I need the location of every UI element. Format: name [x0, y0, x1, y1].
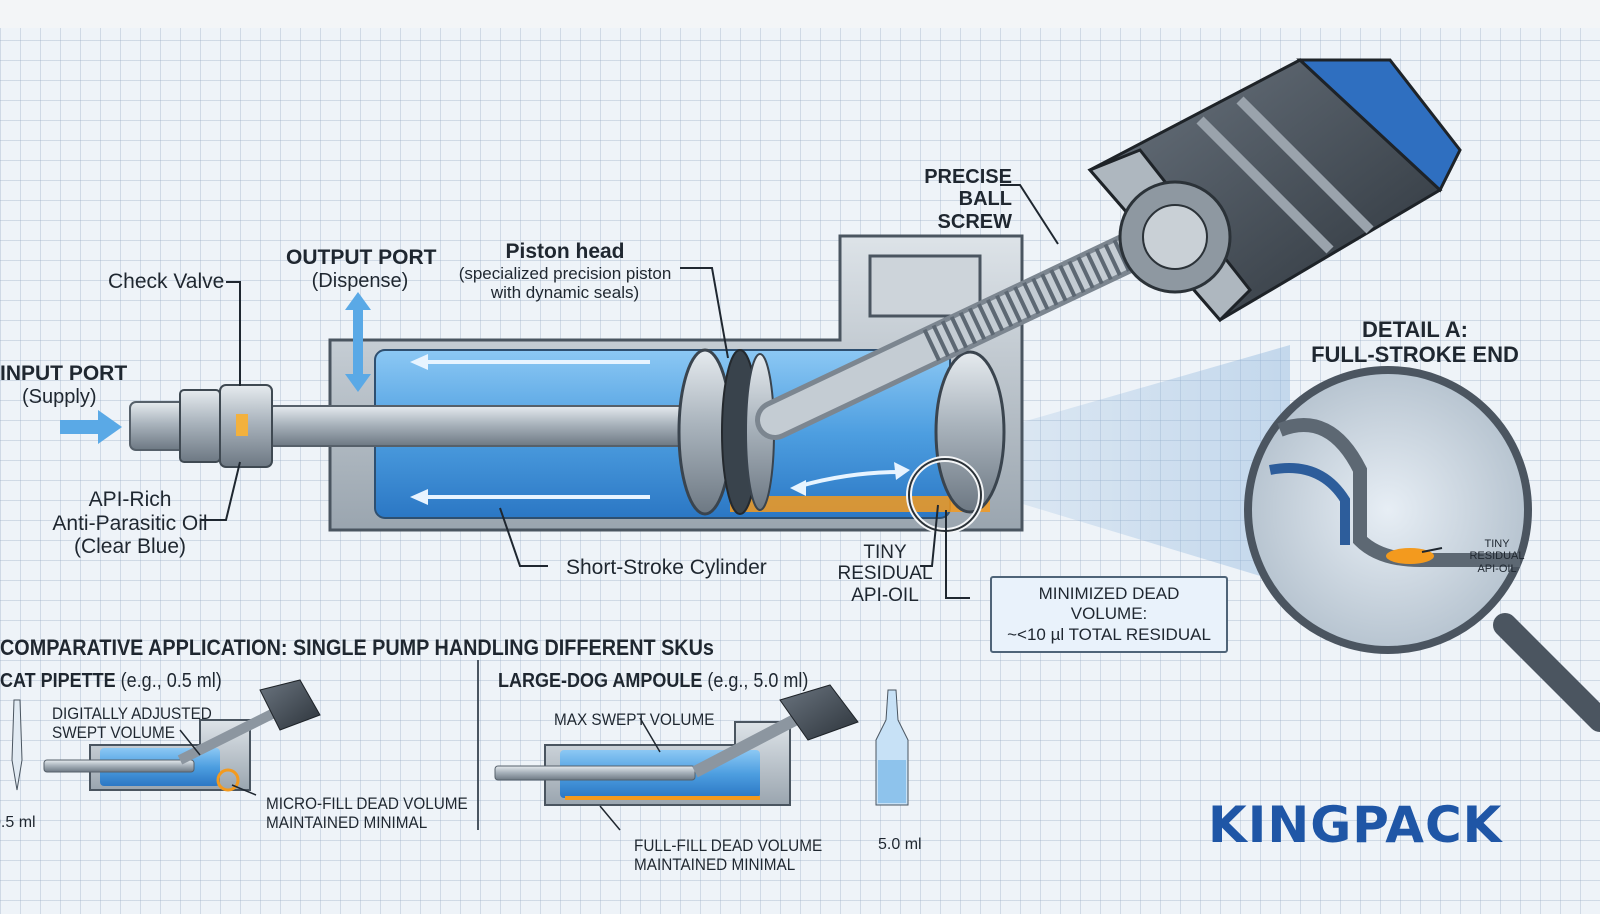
end-plate [934, 350, 1006, 514]
label-digitally-adjusted: DIGITALLY ADJUSTED SWEPT VOLUME [52, 704, 212, 743]
label-cat-volume: 0.5 ml [0, 814, 36, 831]
large-dog-ampoule-volume-note: (e.g., 5.0 ml) [702, 670, 809, 692]
label-check-valve: Check Valve [108, 270, 225, 293]
detail-magnifier [1244, 366, 1600, 732]
label-input-port-sub: (Supply) [22, 386, 97, 408]
label-output-port: OUTPUT PORT [286, 246, 437, 269]
label-output-port-sub: (Dispense) [311, 270, 409, 292]
header-band [0, 0, 1600, 28]
servo-motor [1087, 58, 1462, 323]
label-piston-head: Piston head [505, 240, 625, 263]
minimized-dead-volume-box: MINIMIZED DEAD VOLUME: ~<10 µl TOTAL RES… [990, 576, 1228, 654]
cat-pipette-title: CAT PIPETTE (e.g., 0.5 ml) [0, 670, 222, 692]
housing-block [868, 254, 982, 318]
piston-rod [267, 405, 699, 447]
label-tiny-residual: TINY RESIDUAL API-OIL [837, 542, 933, 606]
label-max-swept-volume: MAX SWEPT VOLUME [554, 710, 715, 729]
cat-pipette-name: CAT PIPETTE [0, 670, 116, 692]
input-arrow [98, 410, 122, 444]
small-pump-cat [11, 679, 321, 792]
label-full-fill-dead-volume: FULL-FILL DEAD VOLUME MAINTAINED MINIMAL [634, 836, 823, 875]
comparative-heading: COMPARATIVE APPLICATION: SINGLE PUMP HAN… [0, 635, 714, 660]
detail-callout: TINY RESIDUAL API-OIL [1469, 538, 1525, 575]
label-input-port: INPUT PORT [0, 362, 128, 385]
label-precise-ball-screw: PRECISE BALL SCREW [924, 166, 1012, 233]
detail-title: DETAIL A: FULL-STROKE END [1311, 317, 1519, 367]
cat-pipette-volume-note: (e.g., 0.5 ml) [115, 670, 222, 692]
detail-beam [960, 345, 1290, 585]
small-pump-dog [494, 684, 909, 806]
kingpack-logo: KINGPACK [1208, 796, 1503, 854]
label-piston-head-sub: (specialized precision piston with dynam… [458, 264, 672, 303]
leader-lines [200, 184, 1059, 599]
label-dog-volume: 5.0 ml [878, 836, 922, 853]
large-dog-ampoule-name: LARGE-DOG AMPOULE [498, 670, 703, 692]
residual-oil-strip [730, 496, 990, 512]
input-nut [179, 389, 221, 463]
label-api-oil: API-Rich Anti-Parasitic Oil (Clear Blue) [52, 488, 208, 559]
large-dog-ampoule-title: LARGE-DOG AMPOULE (e.g., 5.0 ml) [498, 670, 808, 692]
label-micro-fill-dead-volume: MICRO-FILL DEAD VOLUME MAINTAINED MINIMA… [266, 794, 468, 833]
label-short-stroke-cylinder: Short-Stroke Cylinder [566, 556, 767, 579]
